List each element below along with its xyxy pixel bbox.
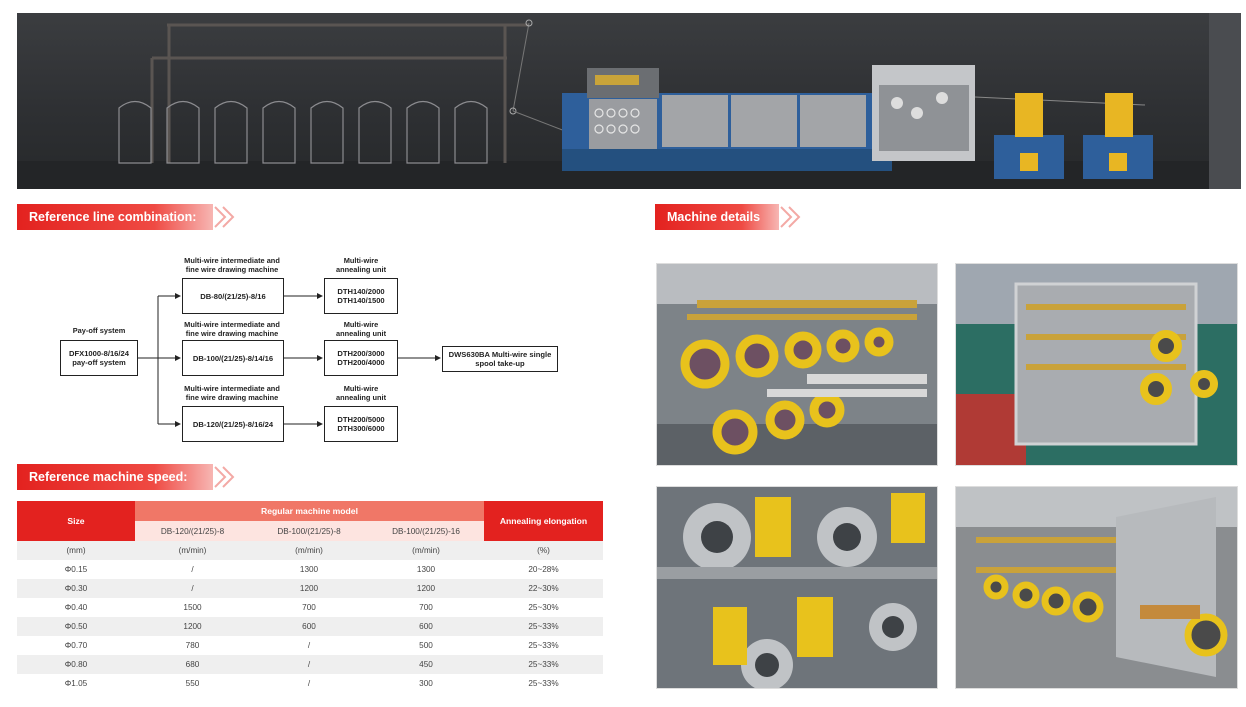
annealing-box-1: DTH140/2000 DTH140/1500 [324, 278, 398, 314]
table-cell: 20~28% [484, 560, 603, 579]
production-line-banner [17, 13, 1241, 189]
table-cell: Φ0.40 [17, 598, 135, 617]
unit-cell: (mm) [17, 541, 135, 560]
size-header: Size [17, 501, 135, 541]
table-cell: Φ0.15 [17, 560, 135, 579]
table-cell: 22~30% [484, 579, 603, 598]
machine-photo-2 [955, 263, 1238, 466]
table-cell: 600 [368, 617, 484, 636]
drawing-title-1: Multi-wire intermediate and fine wire dr… [184, 256, 280, 274]
drawing-machine-box-1: DB-80/(21/25)-8/16 [182, 278, 284, 314]
unit-cell: (%) [484, 541, 603, 560]
drawing-title-3: Multi-wire intermediate and fine wire dr… [184, 384, 280, 402]
unit-cell: (m/min) [250, 541, 368, 560]
table-cell: 25~33% [484, 674, 603, 693]
table-cell: 25~33% [484, 655, 603, 674]
annealing-title-3: Multi-wire annealing unit [335, 384, 387, 402]
table-cell: Φ0.30 [17, 579, 135, 598]
annealing-title-2: Multi-wire annealing unit [335, 320, 387, 338]
double-chevron-icon [214, 206, 235, 228]
elongation-header: Annealing elongation [484, 501, 603, 541]
line-combination-header: Reference line combination: [17, 204, 247, 230]
payoff-box: DFX1000-8/16/24 pay-off system [60, 340, 138, 376]
table-cell: Φ0.50 [17, 617, 135, 636]
machine-photo-4 [955, 486, 1238, 689]
model-header: Regular machine model [135, 501, 484, 521]
double-chevron-icon [780, 206, 801, 228]
model-col-2: DB-100/(21/25)-8 [250, 521, 368, 541]
machine-details-header: Machine details [655, 204, 813, 230]
table-cell: 1300 [250, 560, 368, 579]
table-cell: 600 [250, 617, 368, 636]
table-cell: 550 [135, 674, 250, 693]
table-cell: / [135, 560, 250, 579]
line-combination-title: Reference line combination: [17, 204, 213, 230]
table-cell: 1300 [368, 560, 484, 579]
machine-speed-table: Size Regular machine model Annealing elo… [17, 501, 603, 693]
table-cell: 450 [368, 655, 484, 674]
takeup-box: DWS630BA Multi-wire single spool take-up [442, 346, 558, 372]
table-cell: 300 [368, 674, 484, 693]
table-cell: 1200 [135, 617, 250, 636]
units-row: (mm) (m/min) (m/min) (m/min) (%) [17, 541, 603, 560]
table-cell: Φ0.70 [17, 636, 135, 655]
annealing-box-3: DTH200/5000 DTH300/6000 [324, 406, 398, 442]
table-cell: 1500 [135, 598, 250, 617]
table-cell: 1200 [250, 579, 368, 598]
table-cell: 500 [368, 636, 484, 655]
table-cell: Φ0.80 [17, 655, 135, 674]
payoff-title: Pay-off system [72, 326, 126, 335]
table-cell: Φ1.05 [17, 674, 135, 693]
annealing-title-1: Multi-wire annealing unit [335, 256, 387, 274]
model-col-1: DB-120/(21/25)-8 [135, 521, 250, 541]
model-col-3: DB-100/(21/25)-16 [368, 521, 484, 541]
table-cell: / [250, 674, 368, 693]
drawing-title-2: Multi-wire intermediate and fine wire dr… [184, 320, 280, 338]
table-cell: / [250, 636, 368, 655]
machine-photo-1 [656, 263, 938, 466]
annealing-box-2: DTH200/3000 DTH200/4000 [324, 340, 398, 376]
table-cell: 25~33% [484, 636, 603, 655]
table-cell: 680 [135, 655, 250, 674]
machine-speed-title: Reference machine speed: [17, 464, 213, 490]
table-cell: 780 [135, 636, 250, 655]
unit-cell: (m/min) [368, 541, 484, 560]
table-cell: / [250, 655, 368, 674]
machine-photo-3 [656, 486, 938, 689]
table-cell: 700 [250, 598, 368, 617]
drawing-machine-box-3: DB-120/(21/25)-8/16/24 [182, 406, 284, 442]
double-chevron-icon [214, 466, 235, 488]
table-cell: 25~33% [484, 617, 603, 636]
machine-details-title: Machine details [655, 204, 779, 230]
table-cell: 700 [368, 598, 484, 617]
unit-cell: (m/min) [135, 541, 250, 560]
table-cell: 25~30% [484, 598, 603, 617]
table-cell: 1200 [368, 579, 484, 598]
table-cell: / [135, 579, 250, 598]
drawing-machine-box-2: DB-100/(21/25)-8/14/16 [182, 340, 284, 376]
machine-speed-header: Reference machine speed: [17, 464, 247, 490]
